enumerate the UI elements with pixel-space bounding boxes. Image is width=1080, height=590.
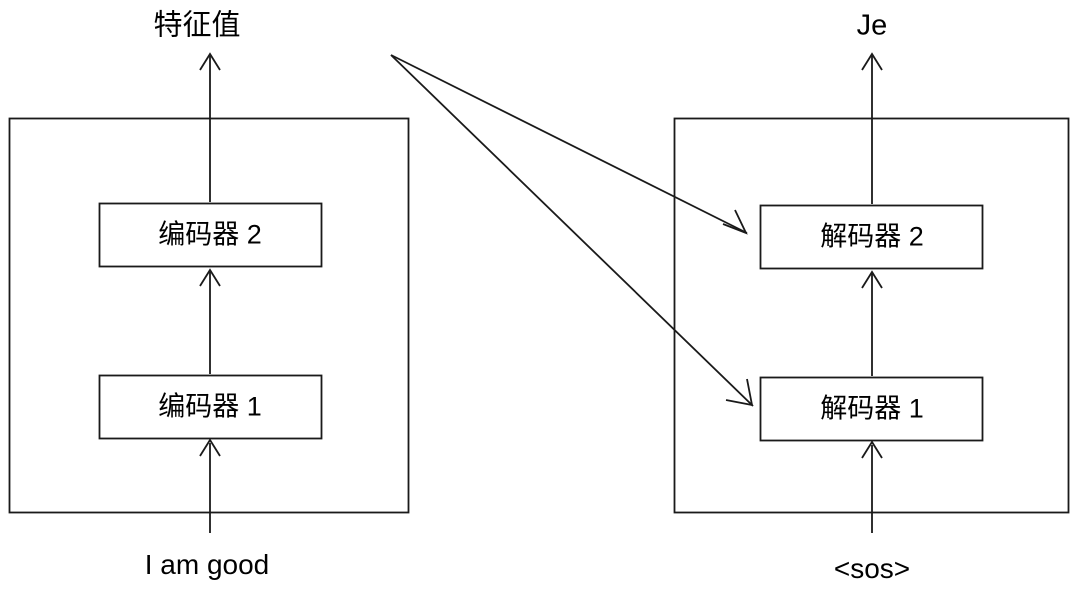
decoder-1-box[interactable] [759,376,984,442]
encoder-output-label: 特征值 [153,9,241,42]
input-to-decoder-1-arrow [861,440,883,533]
input-to-encoder-1-arrow [199,438,221,533]
encoder-2-box[interactable] [98,202,323,268]
decoder-output-label: Je [856,9,888,42]
decoder-2-label: 解码器 2 [820,221,924,252]
decoder-1-to-decoder-2-arrow [861,270,883,376]
encoder-2-label: 编码器 2 [158,219,262,250]
decoder-2-box[interactable] [759,204,984,270]
encoder-input-label: I am good [144,549,270,580]
encoder-2-to-output-arrow [199,52,221,202]
encoder-1-box[interactable] [98,374,323,440]
encoder-to-decoder-2-arrow [390,54,748,235]
encoder-to-decoder-1-arrow [390,54,754,407]
decoder-input-label: <sos> [833,553,911,584]
decoder-2-to-output-arrow [861,52,883,204]
encoder-1-label: 编码器 1 [158,391,262,422]
encoder-1-to-encoder-2-arrow [199,268,221,374]
decoder-1-label: 解码器 1 [820,393,924,424]
encoder-stack-container [8,117,410,514]
